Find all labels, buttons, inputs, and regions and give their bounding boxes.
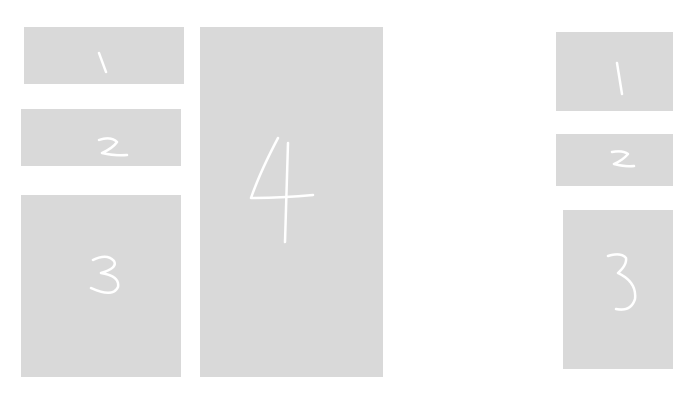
left-block-1: 1: [24, 27, 184, 84]
handwritten-2-glyph: [97, 137, 129, 157]
right-block-1: 1: [556, 32, 673, 111]
handwritten-2-glyph: [610, 150, 636, 168]
handwritten-1-glyph: [97, 51, 108, 74]
left-block-4: 4: [200, 27, 383, 377]
right-block-3: 3: [563, 210, 673, 369]
right-block-2: 2: [556, 134, 673, 186]
handwritten-4-glyph: [249, 136, 315, 244]
handwritten-3-glyph: [606, 253, 637, 311]
handwritten-1-glyph: [615, 61, 624, 96]
handwritten-3-glyph: [89, 255, 120, 294]
left-block-3: 3: [21, 195, 181, 377]
left-block-2: 2: [21, 109, 181, 166]
